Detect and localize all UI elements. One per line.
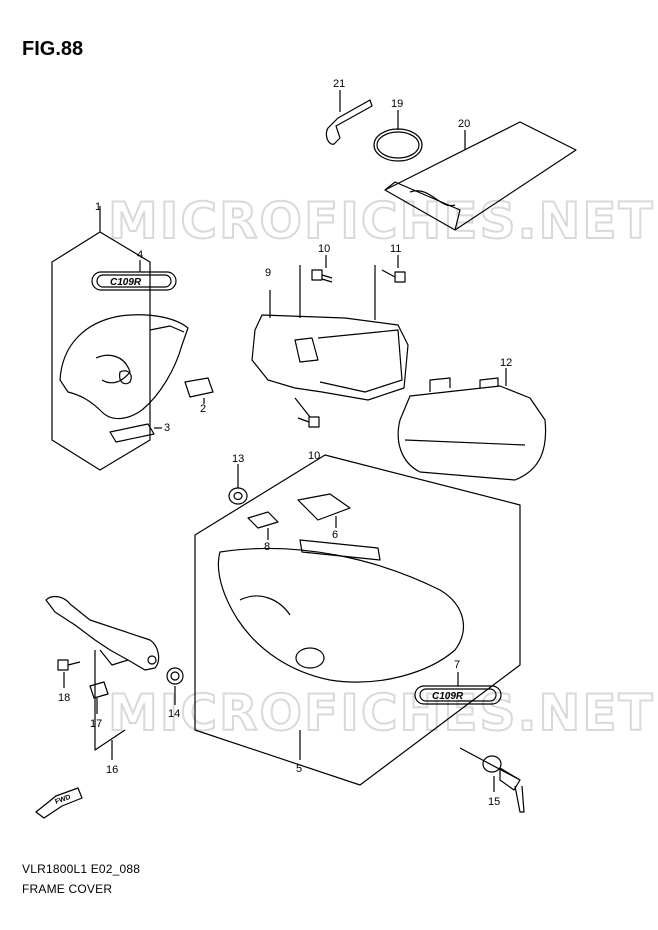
model-code: VLR1800L1 E02_088 bbox=[22, 862, 141, 876]
callout-10-upper: 10 bbox=[318, 243, 330, 255]
callout-7: 7 bbox=[454, 659, 460, 671]
callout-21: 21 bbox=[333, 78, 345, 90]
watermark-bottom: MICROFICHES.NET bbox=[108, 684, 655, 742]
figure-title: FIG.88 bbox=[22, 38, 84, 60]
cover-12 bbox=[397, 385, 547, 481]
left-frame-cover-1 bbox=[59, 314, 189, 420]
callout-16: 16 bbox=[106, 764, 118, 776]
callout-4: 4 bbox=[137, 249, 143, 261]
callout-11: 11 bbox=[390, 243, 401, 255]
callout-1: 1 bbox=[95, 201, 101, 213]
kit-outline-1 bbox=[51, 231, 151, 471]
pad-6 bbox=[297, 493, 351, 521]
kit-outline-5 bbox=[194, 454, 521, 786]
hex-wrench-21 bbox=[325, 99, 373, 145]
tool-bag-20 bbox=[384, 121, 577, 231]
pad-17 bbox=[89, 681, 109, 699]
emblem-4-text: C109R bbox=[110, 277, 142, 288]
callout-9: 9 bbox=[265, 267, 271, 279]
pad-2 bbox=[184, 377, 214, 398]
callout-13: 13 bbox=[232, 453, 244, 465]
callout-20: 20 bbox=[458, 118, 470, 130]
emblem-7-text: C109R bbox=[432, 691, 464, 702]
callout-12: 12 bbox=[500, 357, 512, 369]
callout-5: 5 bbox=[296, 763, 302, 775]
bolt-11 bbox=[381, 269, 406, 283]
pad-3 bbox=[109, 423, 155, 443]
emblem-4: C109R bbox=[91, 271, 177, 291]
right-frame-cover-5 bbox=[217, 547, 464, 683]
bolt-10-upper bbox=[311, 269, 333, 283]
tool-tray-9 bbox=[251, 314, 409, 401]
watermark-top: MICROFICHES.NET bbox=[108, 192, 655, 250]
callout-8: 8 bbox=[264, 541, 270, 553]
callout-6: 6 bbox=[332, 529, 338, 541]
grommet-13 bbox=[228, 487, 248, 505]
bolt-10-lower bbox=[297, 416, 320, 428]
callout-10-lower: 10 bbox=[308, 450, 320, 462]
callout-15: 15 bbox=[488, 796, 500, 808]
callout-19: 19 bbox=[391, 98, 403, 110]
section-name: FRAME COVER bbox=[22, 882, 113, 896]
pad-8 bbox=[247, 511, 279, 529]
callout-2: 2 bbox=[200, 403, 206, 415]
callout-18: 18 bbox=[58, 692, 70, 704]
callout-14: 14 bbox=[168, 708, 180, 720]
callout-17: 17 bbox=[90, 718, 102, 730]
grommet-14 bbox=[166, 667, 184, 685]
bracket-16 bbox=[45, 595, 160, 671]
bolt-18 bbox=[57, 659, 81, 671]
fwd-arrow-icon: FWD bbox=[35, 787, 83, 819]
callout-3: 3 bbox=[164, 422, 170, 434]
o-ring-19 bbox=[373, 128, 423, 162]
